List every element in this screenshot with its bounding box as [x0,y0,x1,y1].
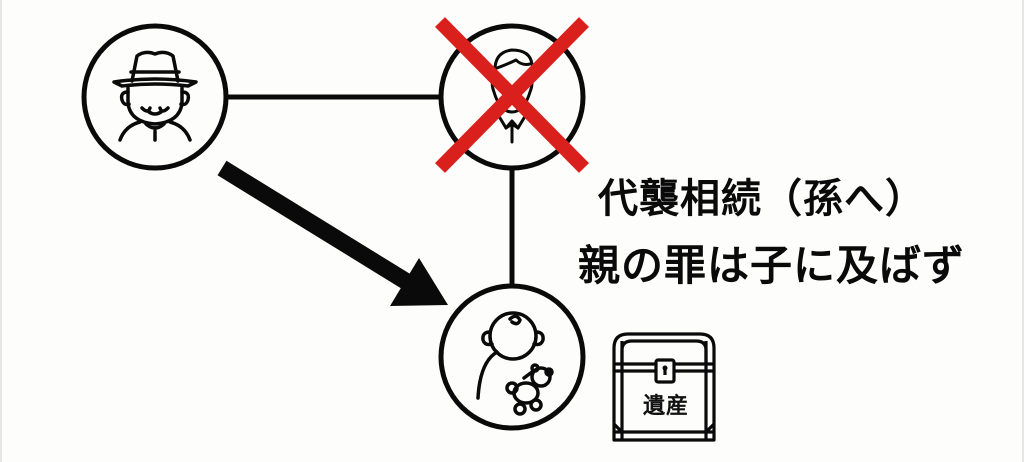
baby-with-teddy-bear-icon [476,311,554,416]
crossed-out-icon [435,17,589,173]
inheritance-label: 遺産 [642,394,689,419]
parent-node [435,17,589,173]
right-edge [1022,0,1024,462]
elderly-man-hat-icon [112,50,198,142]
left-edge [0,0,2,462]
treasure-chest-icon [612,332,716,442]
caption-substitute-inheritance: 代襲相続（孫へ） [598,176,926,222]
inheritance-arrow [217,160,448,306]
grandchild-node [438,283,586,431]
grandparent-node [81,23,229,171]
caption-parents-sin: 親の罪は子に及ばず [578,241,966,290]
